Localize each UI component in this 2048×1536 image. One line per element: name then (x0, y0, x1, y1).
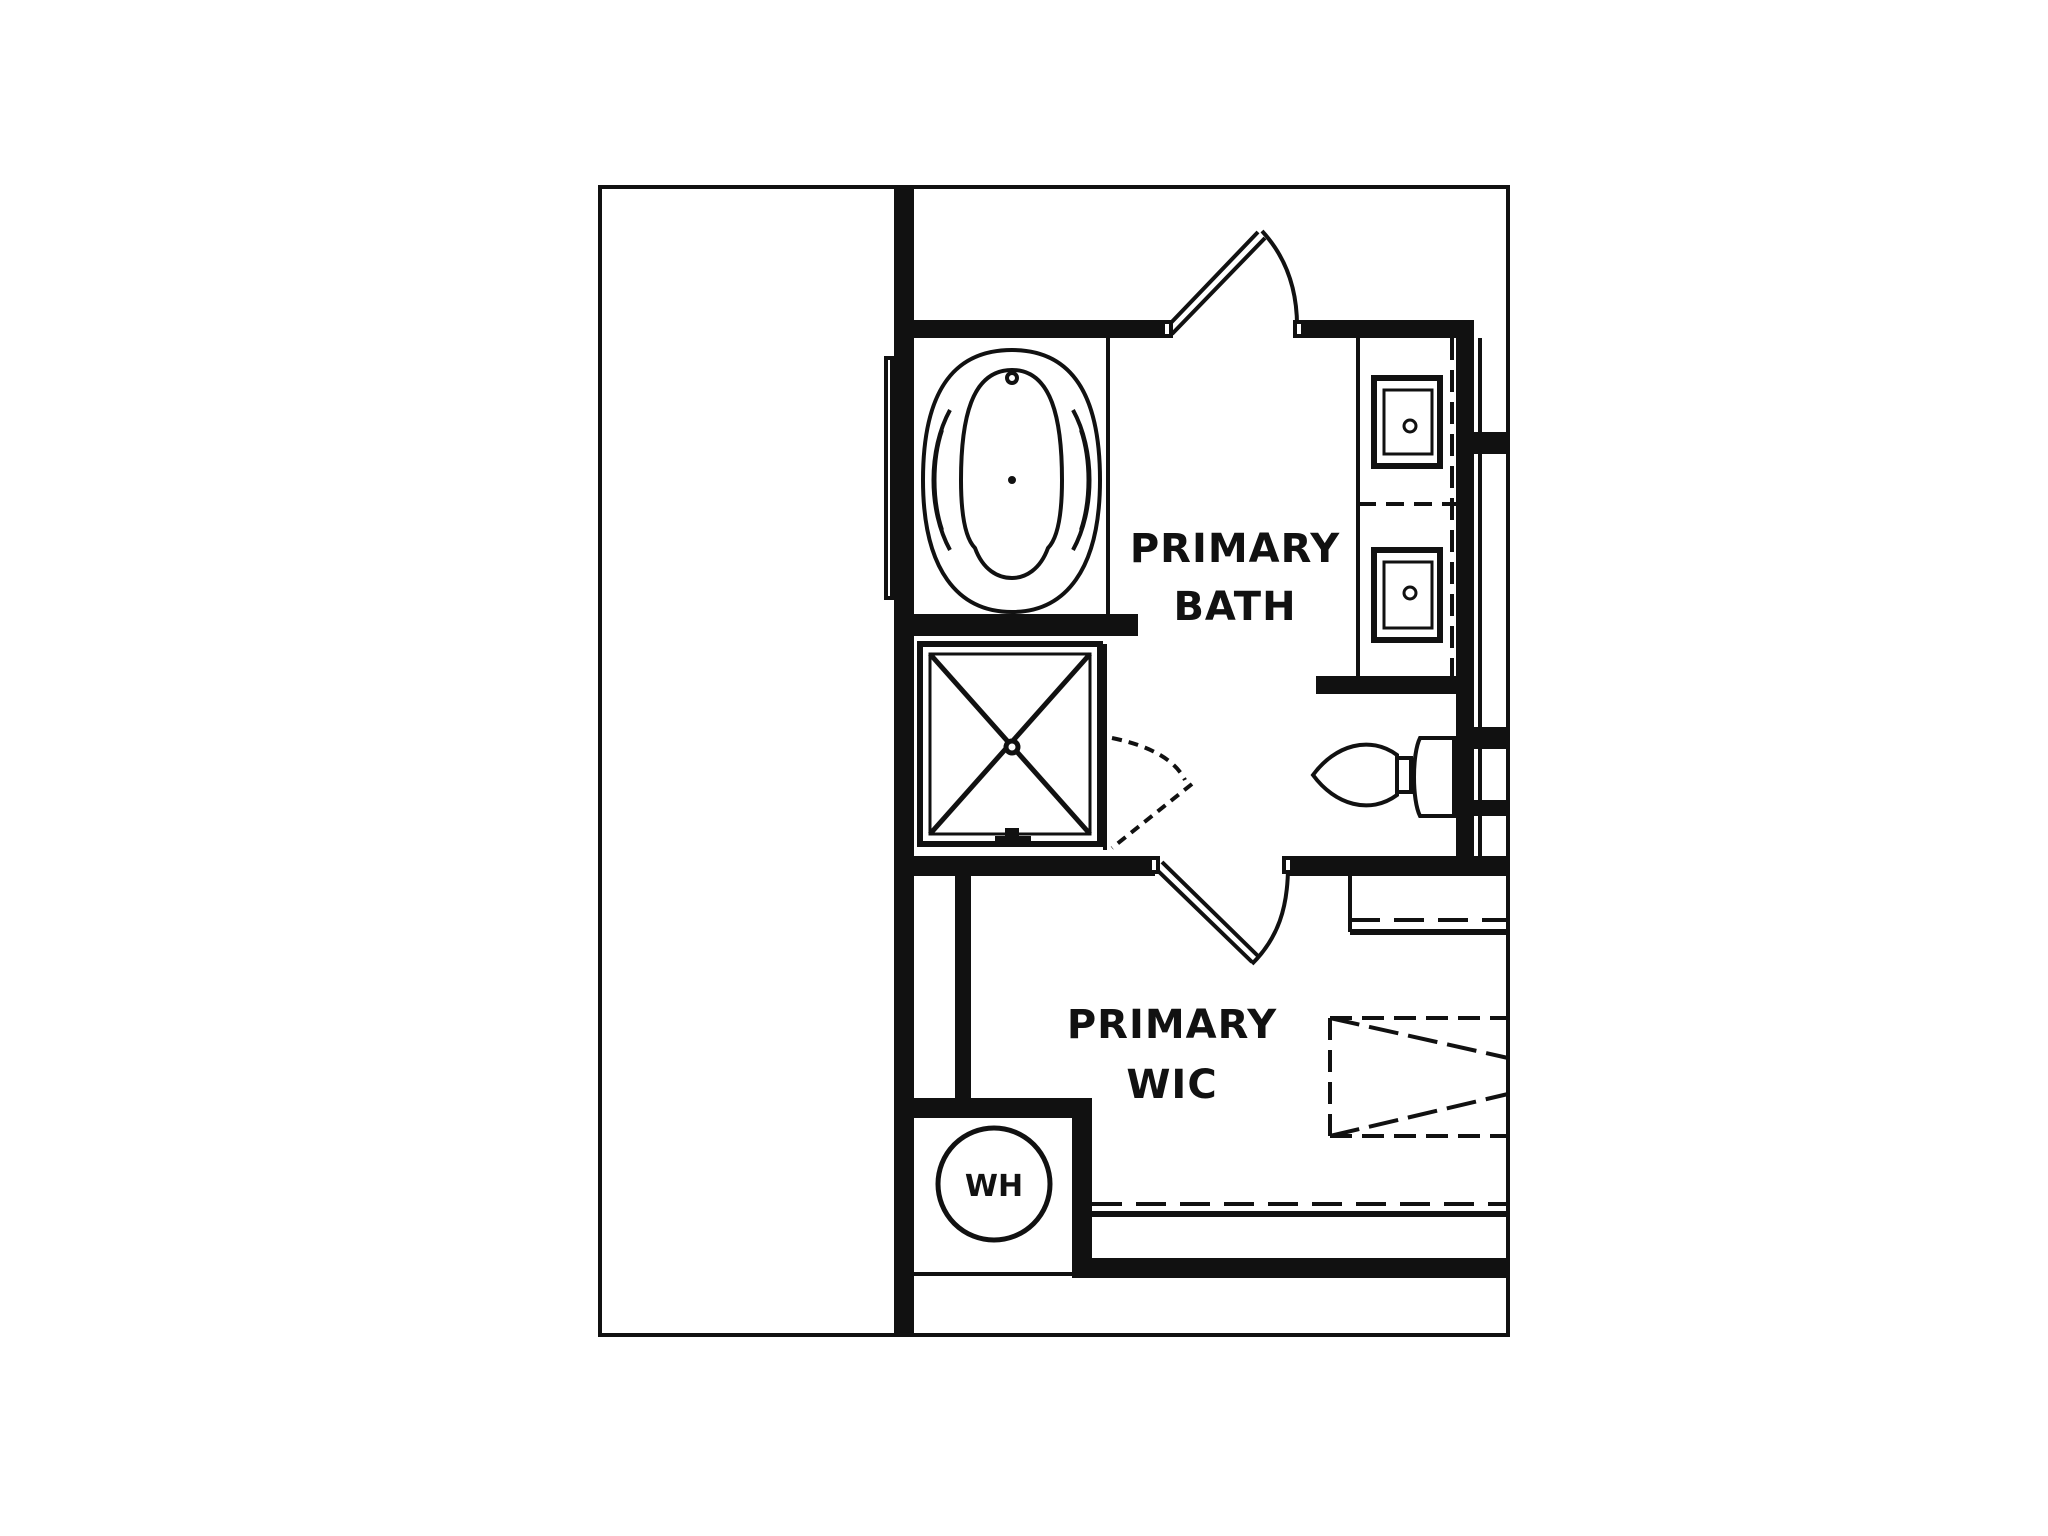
primary-bath-label-line1: PRIMARY (1130, 526, 1340, 572)
primary-wic-label-line1: PRIMARY (1067, 1002, 1277, 1048)
tub-alcove (884, 338, 1110, 614)
wic-entry-door (1148, 856, 1294, 966)
wic-walls (910, 876, 1508, 1278)
toilet (1310, 736, 1456, 818)
vanity (1356, 338, 1456, 676)
shower (917, 641, 1107, 850)
water-heater-label: WH (965, 1169, 1023, 1204)
bathtub (920, 347, 1103, 615)
bath-walls (910, 320, 1508, 876)
primary-wic-label-line2: WIC (1126, 1062, 1217, 1108)
shower-valve (995, 828, 1031, 846)
bath-entry-door (1161, 229, 1305, 338)
sink-top (1371, 375, 1443, 469)
primary-bath-label-line2: BATH (1173, 584, 1296, 630)
shower-door-swing (1110, 736, 1194, 850)
left-wall (894, 187, 914, 1335)
wic-shelves (949, 876, 1509, 1217)
sink-bottom (1371, 547, 1443, 643)
water-heater (914, 1125, 1072, 1276)
